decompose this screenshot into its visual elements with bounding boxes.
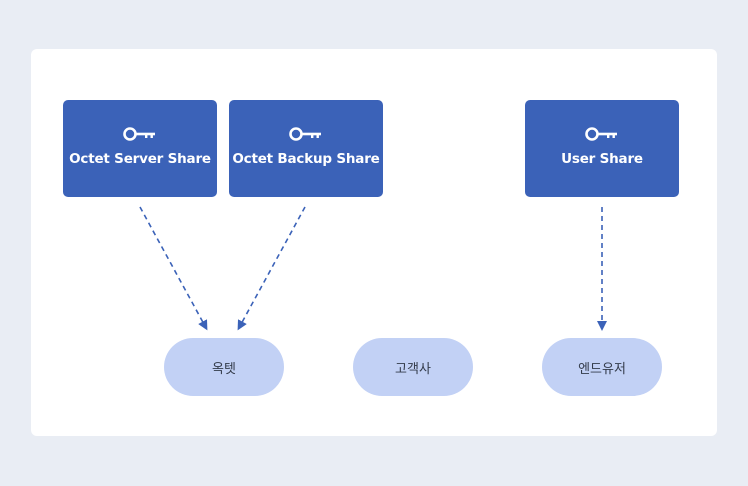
key-icon [289,127,321,141]
share-box-octet-backup: Octet Backup Share [229,100,383,197]
share-label: Octet Backup Share [232,151,380,167]
target-label: 옥텟 [212,361,236,377]
key-icon [123,127,155,141]
share-box-octet-server: Octet Server Share [63,100,217,197]
target-end-user: 엔드유저 [542,338,662,396]
target-label: 엔드유저 [578,361,626,377]
share-label: Octet Server Share [69,151,211,167]
arrow-server-to-octet [139,206,208,331]
key-icon [585,127,617,141]
arrow-backup-to-octet [237,206,306,331]
target-octet: 옥텟 [164,338,284,396]
target-label: 고객사 [395,361,431,377]
share-box-user: User Share [525,100,679,197]
share-label: User Share [561,151,643,167]
target-customer: 고객사 [353,338,473,396]
